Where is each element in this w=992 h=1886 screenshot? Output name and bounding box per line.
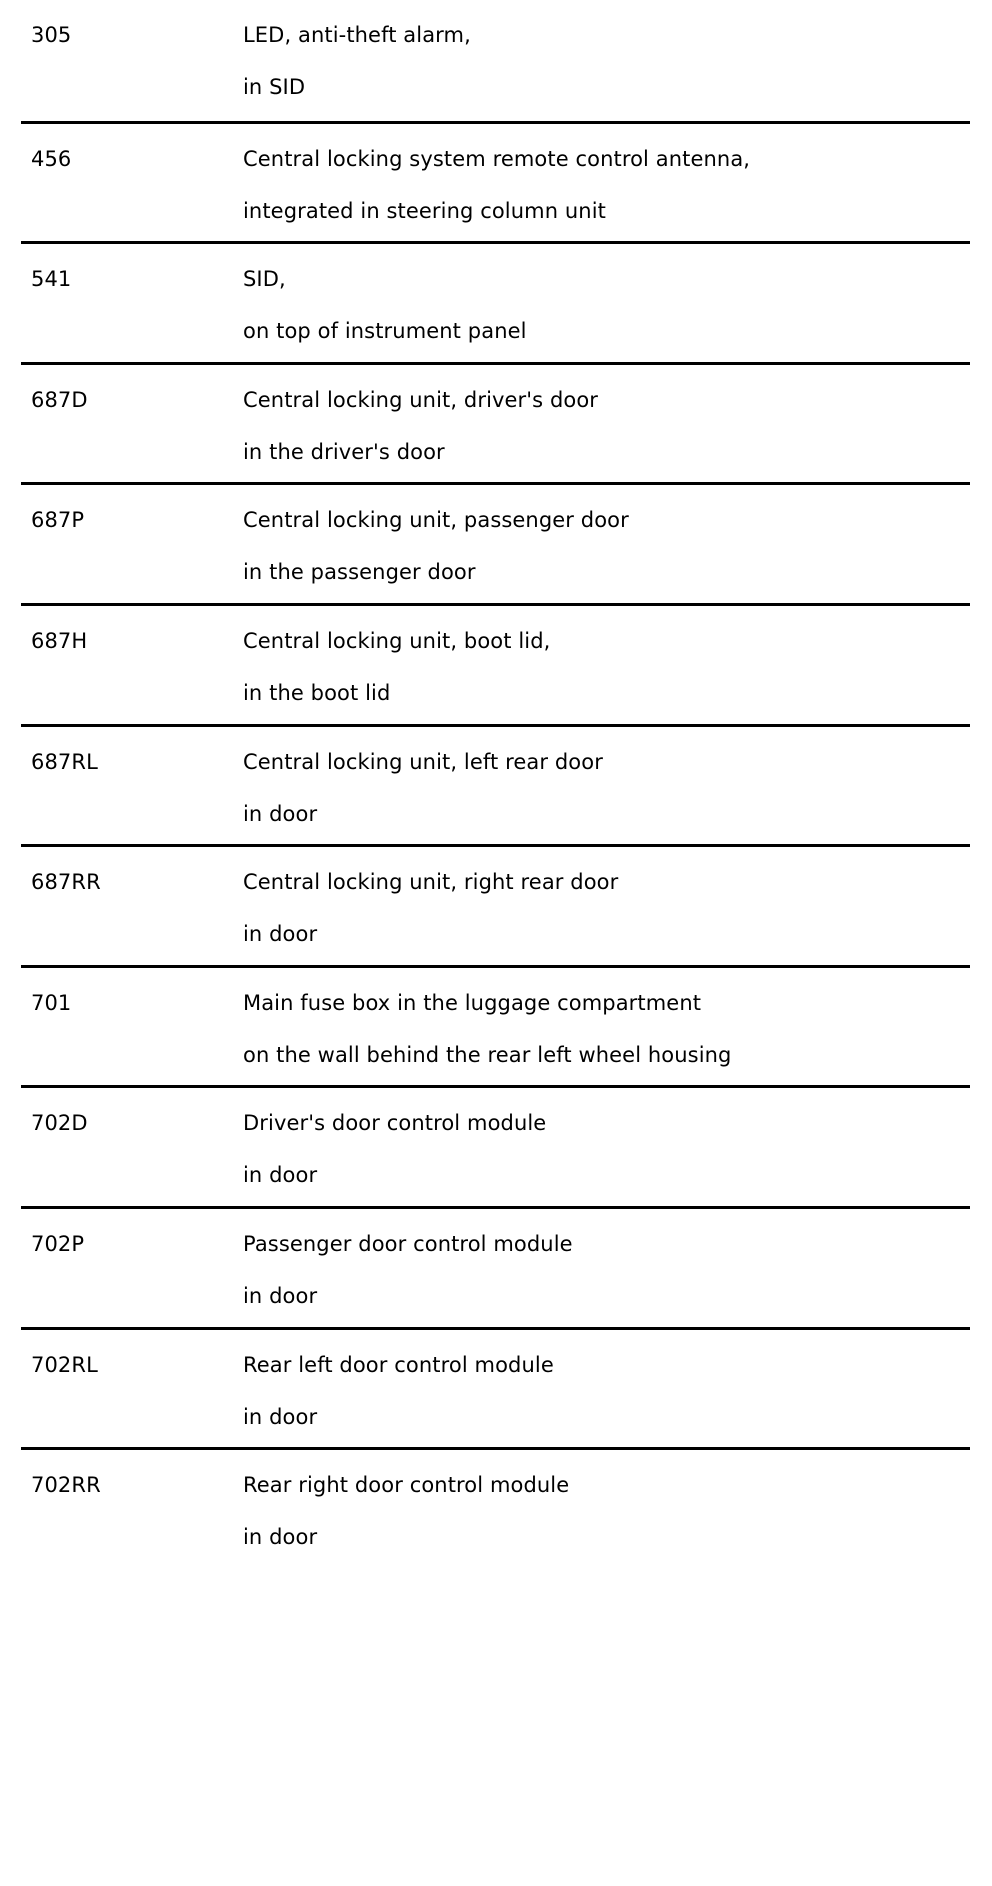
component-description-text: SID, — [243, 267, 286, 292]
table-row: 305 LED, anti-theft alarm, in SID — [21, 0, 970, 121]
table-row: 687P Central locking unit, passenger door… — [21, 482, 970, 603]
table-row: 687D Central locking unit, driver's door i… — [21, 361, 970, 483]
component-location-text: on the wall behind the rear left wheel h… — [243, 1042, 732, 1067]
component-code-cell: 687RR — [31, 870, 101, 895]
component-code-cell: 702RL — [31, 1352, 98, 1377]
table-row-inner: 687RR Central locking unit, right rear do… — [31, 856, 970, 960]
component-code-cell: 701 — [31, 990, 72, 1015]
component-code-cell: 687P — [31, 508, 85, 533]
table-row: 687RR Central locking unit, right rear do… — [21, 844, 970, 965]
component-description-cell: Central locking unit, boot lid, in the bo… — [243, 615, 970, 719]
component-location-text: in the boot lid — [243, 680, 391, 705]
component-code-cell: 702D — [31, 1111, 88, 1136]
component-location-text: in the driver's door — [243, 439, 445, 464]
component-description-cell: Main fuse box in the luggage compartment… — [243, 977, 970, 1081]
component-location-text: in door — [243, 1404, 318, 1429]
table-row-inner: 687P Central locking unit, passenger door… — [31, 494, 970, 598]
component-location-text: on top of instrument panel — [243, 319, 527, 344]
component-location-text: in door — [243, 1163, 318, 1188]
component-location-text: in the passenger door — [243, 560, 476, 585]
table-row-inner: 687D Central locking unit, driver's door i… — [31, 374, 970, 478]
component-description-text: Main fuse box in the luggage compartment — [243, 990, 702, 1015]
component-code-cell: 702P — [31, 1231, 85, 1256]
component-description-text: Central locking unit, boot lid, — [243, 628, 551, 653]
component-code-cell: 702RR — [31, 1473, 101, 1498]
component-code-cell: 541 — [31, 267, 72, 292]
component-location-text: in SID — [243, 75, 306, 99]
component-description-text: Central locking unit, driver's door — [243, 387, 599, 412]
table-row: 702RL Rear left door control module in doo… — [21, 1326, 970, 1448]
table-row-inner: 456 Central locking system remote control… — [31, 133, 970, 237]
component-description-text: Central locking system remote control an… — [243, 146, 751, 171]
table-row-inner: 702RR Rear right door control module in do… — [31, 1459, 970, 1563]
table-row-inner: 305 LED, anti-theft alarm, in SID — [31, 9, 970, 113]
component-location-text: in door — [243, 1283, 318, 1308]
component-description-cell: LED, anti-theft alarm, in SID — [243, 9, 970, 113]
component-description-text: Rear right door control module — [243, 1473, 570, 1498]
table-row: 702P Passenger door control module in door — [21, 1205, 970, 1327]
component-code-cell: 456 — [31, 146, 72, 171]
component-code-cell: 305 — [31, 23, 72, 47]
component-location-text: in door — [243, 922, 318, 947]
component-code-cell: 687H — [31, 628, 88, 653]
component-description-cell: Central locking unit, right rear door in … — [243, 856, 970, 960]
table-row: 456 Central locking system remote control… — [21, 120, 970, 242]
component-location-text: in door — [243, 801, 318, 826]
component-description-text: Central locking unit, right rear door — [243, 870, 619, 895]
component-description-text: Passenger door control module — [243, 1231, 573, 1256]
table-row-inner: 701 Main fuse box in the luggage compartm… — [31, 977, 970, 1081]
component-description-text: LED, anti-theft alarm, — [243, 23, 471, 47]
component-code-cell: 687RL — [31, 749, 98, 774]
component-description-cell: Driver's door control module in door — [243, 1097, 970, 1201]
component-description-cell: Central locking unit, left rear door in d… — [243, 736, 970, 840]
component-description-cell: Central locking unit, driver's door in th… — [243, 374, 970, 478]
component-description-text: Central locking unit, passenger door — [243, 508, 629, 533]
table-row-inner: 702P Passenger door control module in door — [31, 1218, 970, 1322]
component-description-cell: Passenger door control module in door — [243, 1218, 970, 1322]
component-description-text: Central locking unit, left rear door — [243, 749, 603, 774]
table-row-inner: 687H Central locking unit, boot lid, in th… — [31, 615, 970, 719]
table-row: 541 SID, on top of instrument panel — [21, 241, 970, 362]
table-row: 701 Main fuse box in the luggage compartm… — [21, 964, 970, 1086]
table-row-inner: 702RL Rear left door control module in doo… — [31, 1339, 970, 1443]
table-row: 687H Central locking unit, boot lid, in th… — [21, 602, 970, 724]
component-code-cell: 687D — [31, 387, 88, 412]
component-description-cell: Central locking system remote control an… — [243, 133, 970, 237]
table-row-inner: 687RL Central locking unit, left rear doo… — [31, 736, 970, 840]
component-description-cell: Rear right door control module in door — [243, 1459, 970, 1563]
table-row: 702D Driver's door control module in door — [21, 1085, 970, 1206]
component-description-cell: SID, on top of instrument panel — [243, 253, 970, 357]
table-row-inner: 541 SID, on top of instrument panel — [31, 253, 970, 357]
table-row: 702RR Rear right door control module in do… — [21, 1447, 970, 1568]
component-location-text: in door — [243, 1525, 318, 1550]
table-row-inner: 702D Driver's door control module in door — [31, 1097, 970, 1201]
component-description-text: Driver's door control module — [243, 1111, 547, 1136]
table-row: 687RL Central locking unit, left rear doo… — [21, 723, 970, 845]
component-description-cell: Rear left door control module in door — [243, 1339, 970, 1443]
component-description-text: Rear left door control module — [243, 1352, 554, 1377]
component-location-text: integrated in steering column unit — [243, 198, 606, 223]
component-description-cell: Central locking unit, passenger door in t… — [243, 494, 970, 598]
